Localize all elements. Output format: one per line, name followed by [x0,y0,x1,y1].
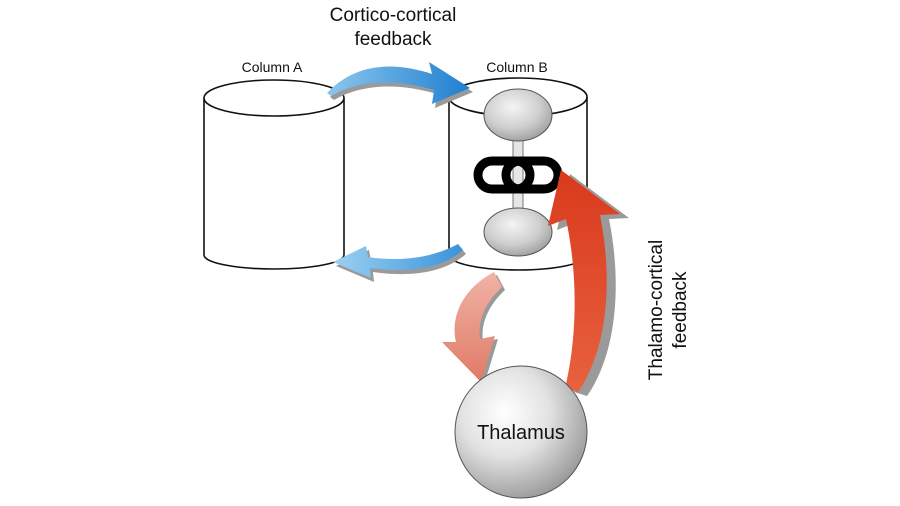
corticothalamic-arrow [442,272,505,385]
thalamo-feedback-label-line2: feedback [670,271,691,349]
cortico-feedback-arrow-top [327,62,473,108]
chain-link-icon [473,156,563,194]
thalamo-feedback-arrow [548,170,629,396]
cortico-feedback-label-line1: Cortico-cortical [330,5,457,26]
column-a-cylinder [203,79,345,270]
column-b-model [473,88,563,257]
thalamo-feedback-label-line1: Thalamo-cortical [646,240,667,380]
upper-knob [483,88,553,142]
thalamus-label: Thalamus [477,422,565,444]
thalamus-sphere [454,365,588,499]
column-b-label: Column B [486,59,547,75]
cortico-feedback-label-line2: feedback [354,29,432,50]
cortico-feedback-arrow-bottom [333,244,466,282]
thalamo-feedback-label: Thalamo-cortical feedback [646,240,691,380]
lower-knob [483,207,553,257]
connector-rod [512,139,524,213]
column-a-label: Column A [242,59,303,75]
